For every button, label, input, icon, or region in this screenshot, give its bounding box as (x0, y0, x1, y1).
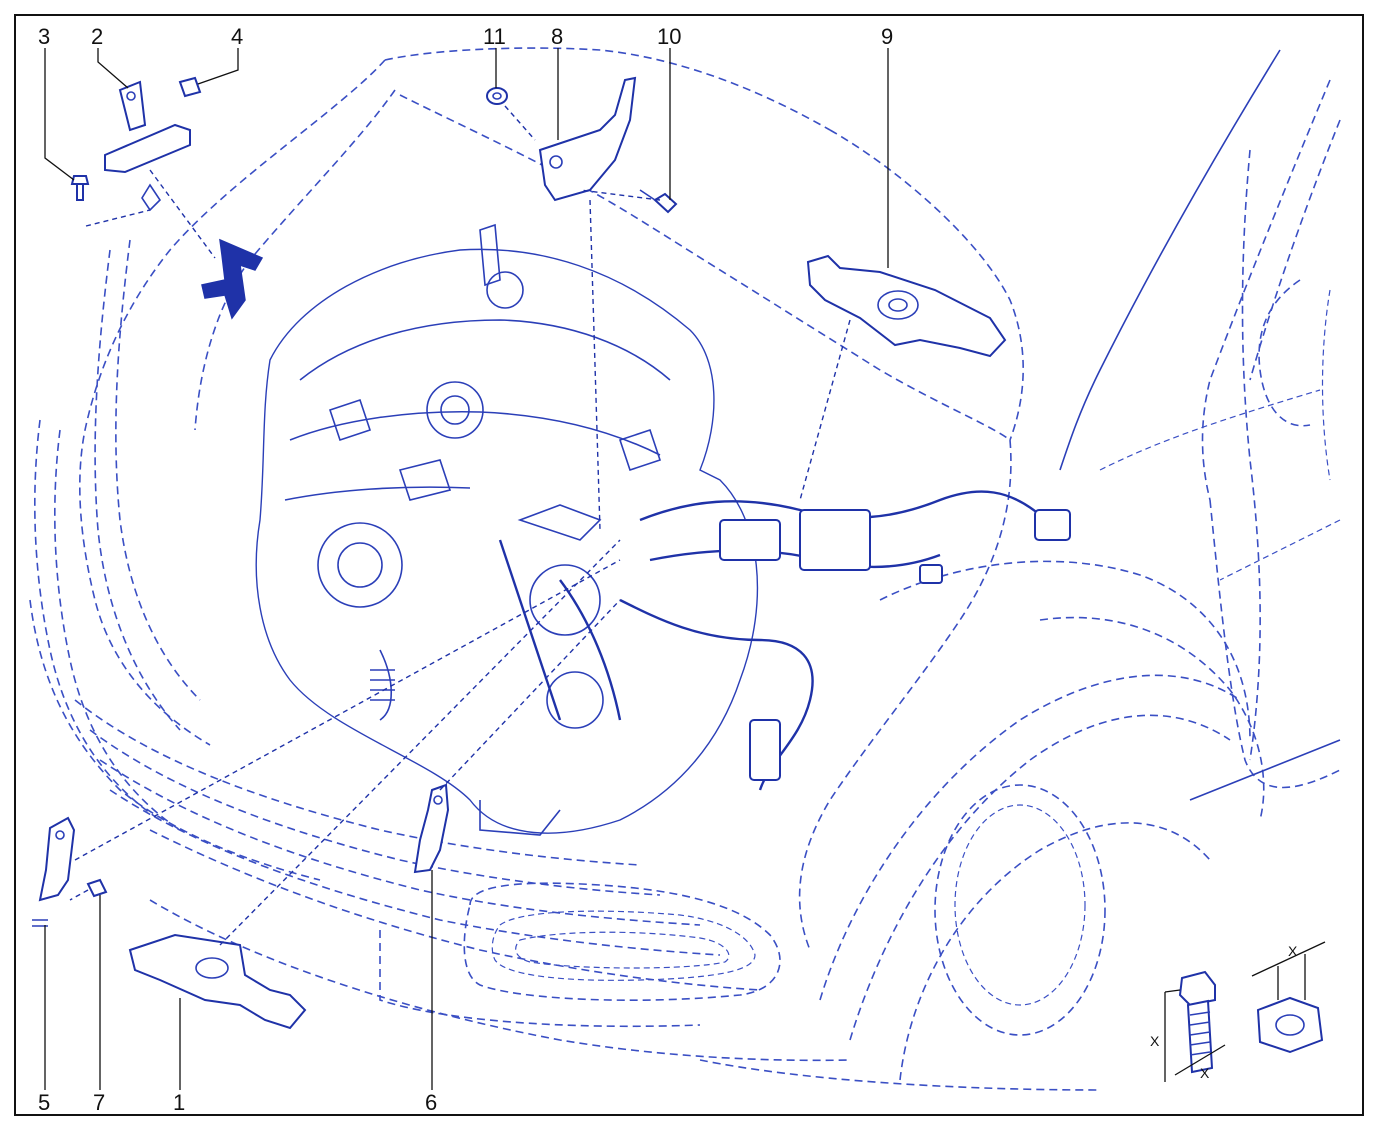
callout-7: 7 (93, 1090, 105, 1115)
callout-10: 10 (657, 24, 681, 49)
callout-5: 5 (38, 1090, 50, 1115)
callout-1: 1 (173, 1090, 185, 1115)
callout-8: 8 (551, 24, 563, 49)
part-9-bracket (806, 254, 1007, 358)
part-8-bracket (538, 76, 637, 202)
vehicle-body-outline (29, 47, 1341, 1091)
callout-2: 2 (91, 24, 103, 49)
engine-mount-clip (201, 238, 264, 320)
diagram-frame (14, 14, 1364, 1116)
fastener-dimension-detail: X X X (1150, 941, 1326, 1082)
callout-4: 4 (231, 24, 243, 49)
engine-assembly (255, 223, 759, 836)
part-4-nut (178, 76, 202, 98)
part-7-bolt (86, 878, 108, 898)
callout-labels: 3 2 4 11 8 10 9 5 7 1 6 (38, 24, 893, 1115)
wiring-harness (498, 490, 1071, 791)
callout-11: 11 (483, 24, 506, 49)
part-5-bracket (32, 816, 76, 927)
part-1-bracket (128, 933, 307, 1030)
callout-6: 6 (425, 1090, 437, 1115)
part-10-bolt (639, 189, 678, 214)
part-6-bracket (413, 783, 450, 874)
dim-label-bolt-diameter: X (1200, 1065, 1210, 1081)
part-11-nut (486, 87, 508, 105)
dim-label-nut-size: X (1288, 943, 1298, 959)
callout-3: 3 (38, 24, 50, 49)
part-2-bracket (104, 80, 191, 212)
part-3-bolt (70, 175, 90, 201)
callout-leaders (44, 48, 889, 1090)
dim-label-bolt-length: X (1150, 1033, 1160, 1049)
assembly-arrows (69, 105, 851, 946)
callout-9: 9 (881, 24, 893, 49)
